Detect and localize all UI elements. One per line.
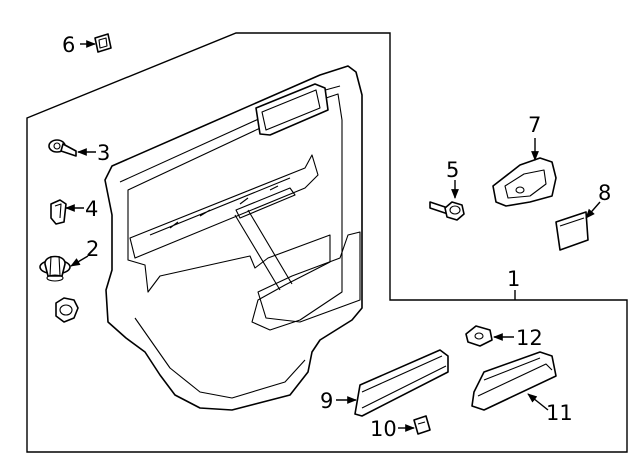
clip-nut [94, 33, 112, 53]
callout-10: 10 [370, 417, 397, 441]
callout-4: 4 [85, 197, 98, 221]
inside-door-handle [492, 157, 557, 207]
callout-3: 3 [97, 141, 110, 165]
callout-6: 6 [62, 33, 75, 57]
callout-7: 7 [528, 113, 541, 137]
trim-insert [354, 349, 449, 417]
door-trim-panel [104, 65, 363, 411]
foam-pad [555, 211, 589, 251]
callout-2: 2 [86, 237, 99, 261]
leader-8 [585, 201, 601, 219]
leader-2 [70, 255, 89, 267]
assembly-boundary [26, 32, 628, 453]
callout-9: 9 [320, 389, 333, 413]
bolt [429, 201, 465, 221]
callout-12: 12 [516, 326, 543, 350]
retainer-plate [465, 325, 493, 347]
retainer-clip [50, 199, 67, 225]
armrest-pad [471, 351, 557, 411]
leader-11 [527, 393, 549, 411]
push-clip [39, 255, 71, 282]
hex-nut [55, 297, 79, 323]
trim-screw [48, 139, 77, 157]
callout-11: 11 [546, 401, 573, 425]
callout-8: 8 [598, 181, 611, 205]
small-clip [413, 415, 431, 435]
callout-5: 5 [446, 158, 459, 182]
callout-1: 1 [507, 267, 520, 291]
